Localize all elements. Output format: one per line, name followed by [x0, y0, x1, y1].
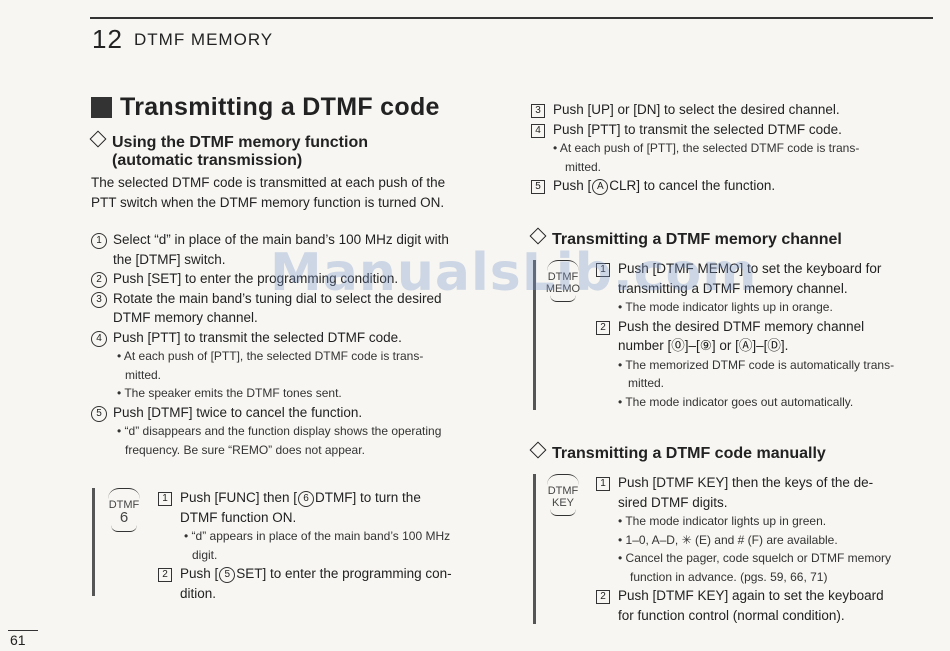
intro-paragraph: The selected DTMF code is transmitted at… — [91, 175, 446, 210]
subsection-automatic: Using the DTMF memory function — [88, 130, 368, 152]
section-square-icon — [91, 97, 112, 118]
watermark: ManualsLib.com — [270, 243, 758, 303]
section-title-text: Transmitting a DTMF code — [120, 93, 440, 121]
chapter-title: DTMF MEMORY — [134, 30, 274, 49]
diamond-icon — [529, 441, 547, 459]
memo-sidebar — [533, 260, 536, 410]
diamond-icon — [529, 227, 547, 245]
subsection-automatic-line2: (automatic transmission) — [112, 152, 303, 169]
header-rule — [90, 17, 933, 19]
keypad-sidebar — [92, 488, 95, 596]
subsection-memory-channel: Transmitting a DTMF memory channel — [528, 227, 842, 249]
subsection-manual: Transmitting a DTMF code manually — [528, 441, 826, 463]
dtmf-6-key-icon: DTMF 6 — [99, 488, 149, 532]
diamond-icon — [89, 130, 107, 148]
section-title: Transmitting a DTMF code — [91, 93, 440, 122]
manual-sidebar — [533, 474, 536, 624]
chapter-number: 12 — [92, 24, 123, 54]
dtmf-key-icon: DTMF KEY — [538, 474, 588, 516]
page-number: 61 — [10, 632, 26, 648]
dtmf-memo-key-icon: DTMF MEMO — [538, 260, 588, 302]
page-number-rule — [8, 630, 38, 631]
